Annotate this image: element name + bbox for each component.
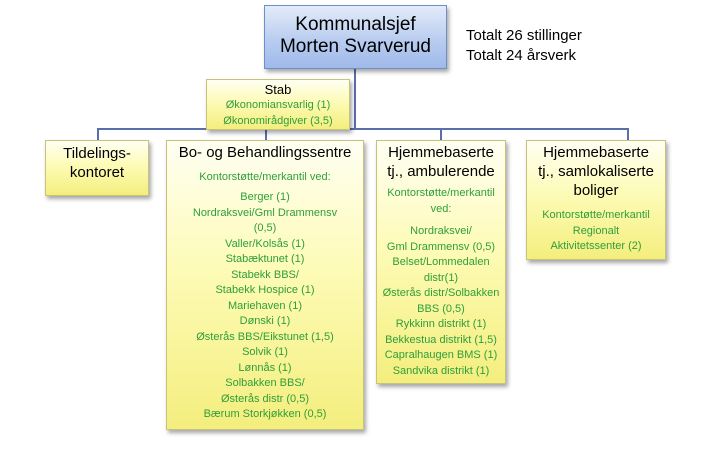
node-unit3-item: Capralhaugen BMS (1) — [384, 349, 498, 361]
connector-drop-4 — [627, 128, 629, 140]
node-unit2-item: Mariehaven (1) — [228, 299, 302, 312]
node-bo-og-behandlingssentre: Bo- og Behandlingssentre Kontorstøtte/me… — [166, 140, 364, 430]
node-unit3-header: Kontorstøtte/merkantil — [387, 187, 495, 199]
node-unit3-title: tj., ambulerende — [387, 163, 495, 180]
node-unit3-item: Rykkinn distrikt (1) — [395, 318, 487, 330]
node-unit3-item: distr(1) — [423, 271, 459, 284]
node-kommunalsjef-title: Kommunalsjef — [295, 14, 416, 35]
node-unit4-title: tj., samlokaliserte — [538, 163, 654, 180]
node-unit2-item: (0,5) — [253, 222, 277, 234]
node-unit2-item: Bærum Storkjøkken (0,5) — [203, 408, 327, 420]
node-unit3-item: Sandvika distrikt (1) — [392, 364, 490, 377]
node-unit2-item: Solvik (1) — [242, 346, 288, 358]
node-kommunalsjef: Kommunalsjef Morten Svarverud — [264, 5, 447, 69]
node-unit2-title: Bo- og Behandlingssentre — [178, 144, 352, 161]
node-unit3-item: Østerås distr/Solbakken — [382, 287, 500, 299]
node-kommunalsjef-name: Morten Svarverud — [279, 36, 431, 57]
node-unit2-item: Østerås BBS/Eikstunet (1,5) — [196, 330, 334, 343]
connector-drop-2 — [265, 128, 267, 140]
node-unit2-item: Lønnås (1) — [238, 361, 292, 374]
node-unit2-item: Østerås distr (0,5) — [220, 392, 310, 405]
node-unit4-item: Kontorstøtte/merkantil — [542, 209, 650, 221]
node-stab-item: Økonomiansvarlig (1) — [225, 99, 331, 111]
node-unit1-title: kontoret — [69, 164, 125, 181]
node-stab: Stab Økonomiansvarlig (1) Økonomirådgive… — [206, 79, 350, 130]
node-unit3-item: BBS (0,5) — [417, 302, 465, 315]
node-stab-item: Økonomirådgiver (3,5) — [223, 115, 333, 127]
node-unit2-item: Berger (1) — [240, 191, 290, 203]
node-tildelingskontoret: Tildelings- kontoret — [45, 140, 149, 196]
node-unit3-title: Hjemmebaserte — [388, 144, 494, 161]
node-unit3-item: Nordraksvei/ — [410, 225, 472, 237]
stats-total-positions: Totalt 26 stillinger — [466, 27, 582, 44]
connector-drop-3 — [440, 128, 442, 140]
connector-drop-1 — [97, 128, 99, 140]
node-unit2-item: Stabæktunet (1) — [225, 253, 305, 265]
stats-total-fte: Totalt 24 årsverk — [466, 47, 577, 64]
node-stab-title: Stab — [264, 82, 292, 97]
node-unit1-title: Tildelings- — [63, 145, 131, 162]
node-unit4-title: Hjemmebaserte — [543, 144, 649, 161]
connector-top-vertical — [354, 69, 356, 129]
node-unit4-item: Aktivitetssenter (2) — [550, 240, 642, 252]
node-hjemmebaserte-ambulerende: Hjemmebaserte tj., ambulerende Kontorstø… — [376, 140, 506, 384]
node-unit2-item: Dønski (1) — [239, 315, 291, 327]
node-unit3-item: Belset/Lommedalen — [392, 256, 490, 268]
node-unit2-item: Stabekk BBS/ — [231, 268, 299, 281]
node-unit3-header: ved: — [430, 202, 452, 215]
node-hjemmebaserte-samlokaliserte: Hjemmebaserte tj., samlokaliserte bolige… — [526, 140, 666, 260]
node-unit2-header: Kontorstøtte/merkantil ved: — [199, 171, 331, 183]
node-unit4-item: Regionalt — [572, 224, 620, 237]
connector-horizontal-bar — [97, 128, 628, 130]
node-unit2-item: Stabekk Hospice (1) — [215, 284, 315, 296]
node-unit2-item: Solbakken BBS/ — [225, 377, 305, 389]
node-unit2-item: Nordraksvei/Gml Drammensv — [192, 206, 338, 219]
stats-text: Totalt 26 stillinger Totalt 24 årsverk — [466, 26, 582, 66]
node-unit3-item: Bekkestua distrikt (1,5) — [385, 333, 497, 346]
node-unit4-title: boliger — [573, 182, 619, 199]
node-unit2-item: Valler/Kolsås (1) — [225, 237, 305, 250]
node-unit3-item: Gml Drammensv (0,5) — [386, 240, 496, 253]
